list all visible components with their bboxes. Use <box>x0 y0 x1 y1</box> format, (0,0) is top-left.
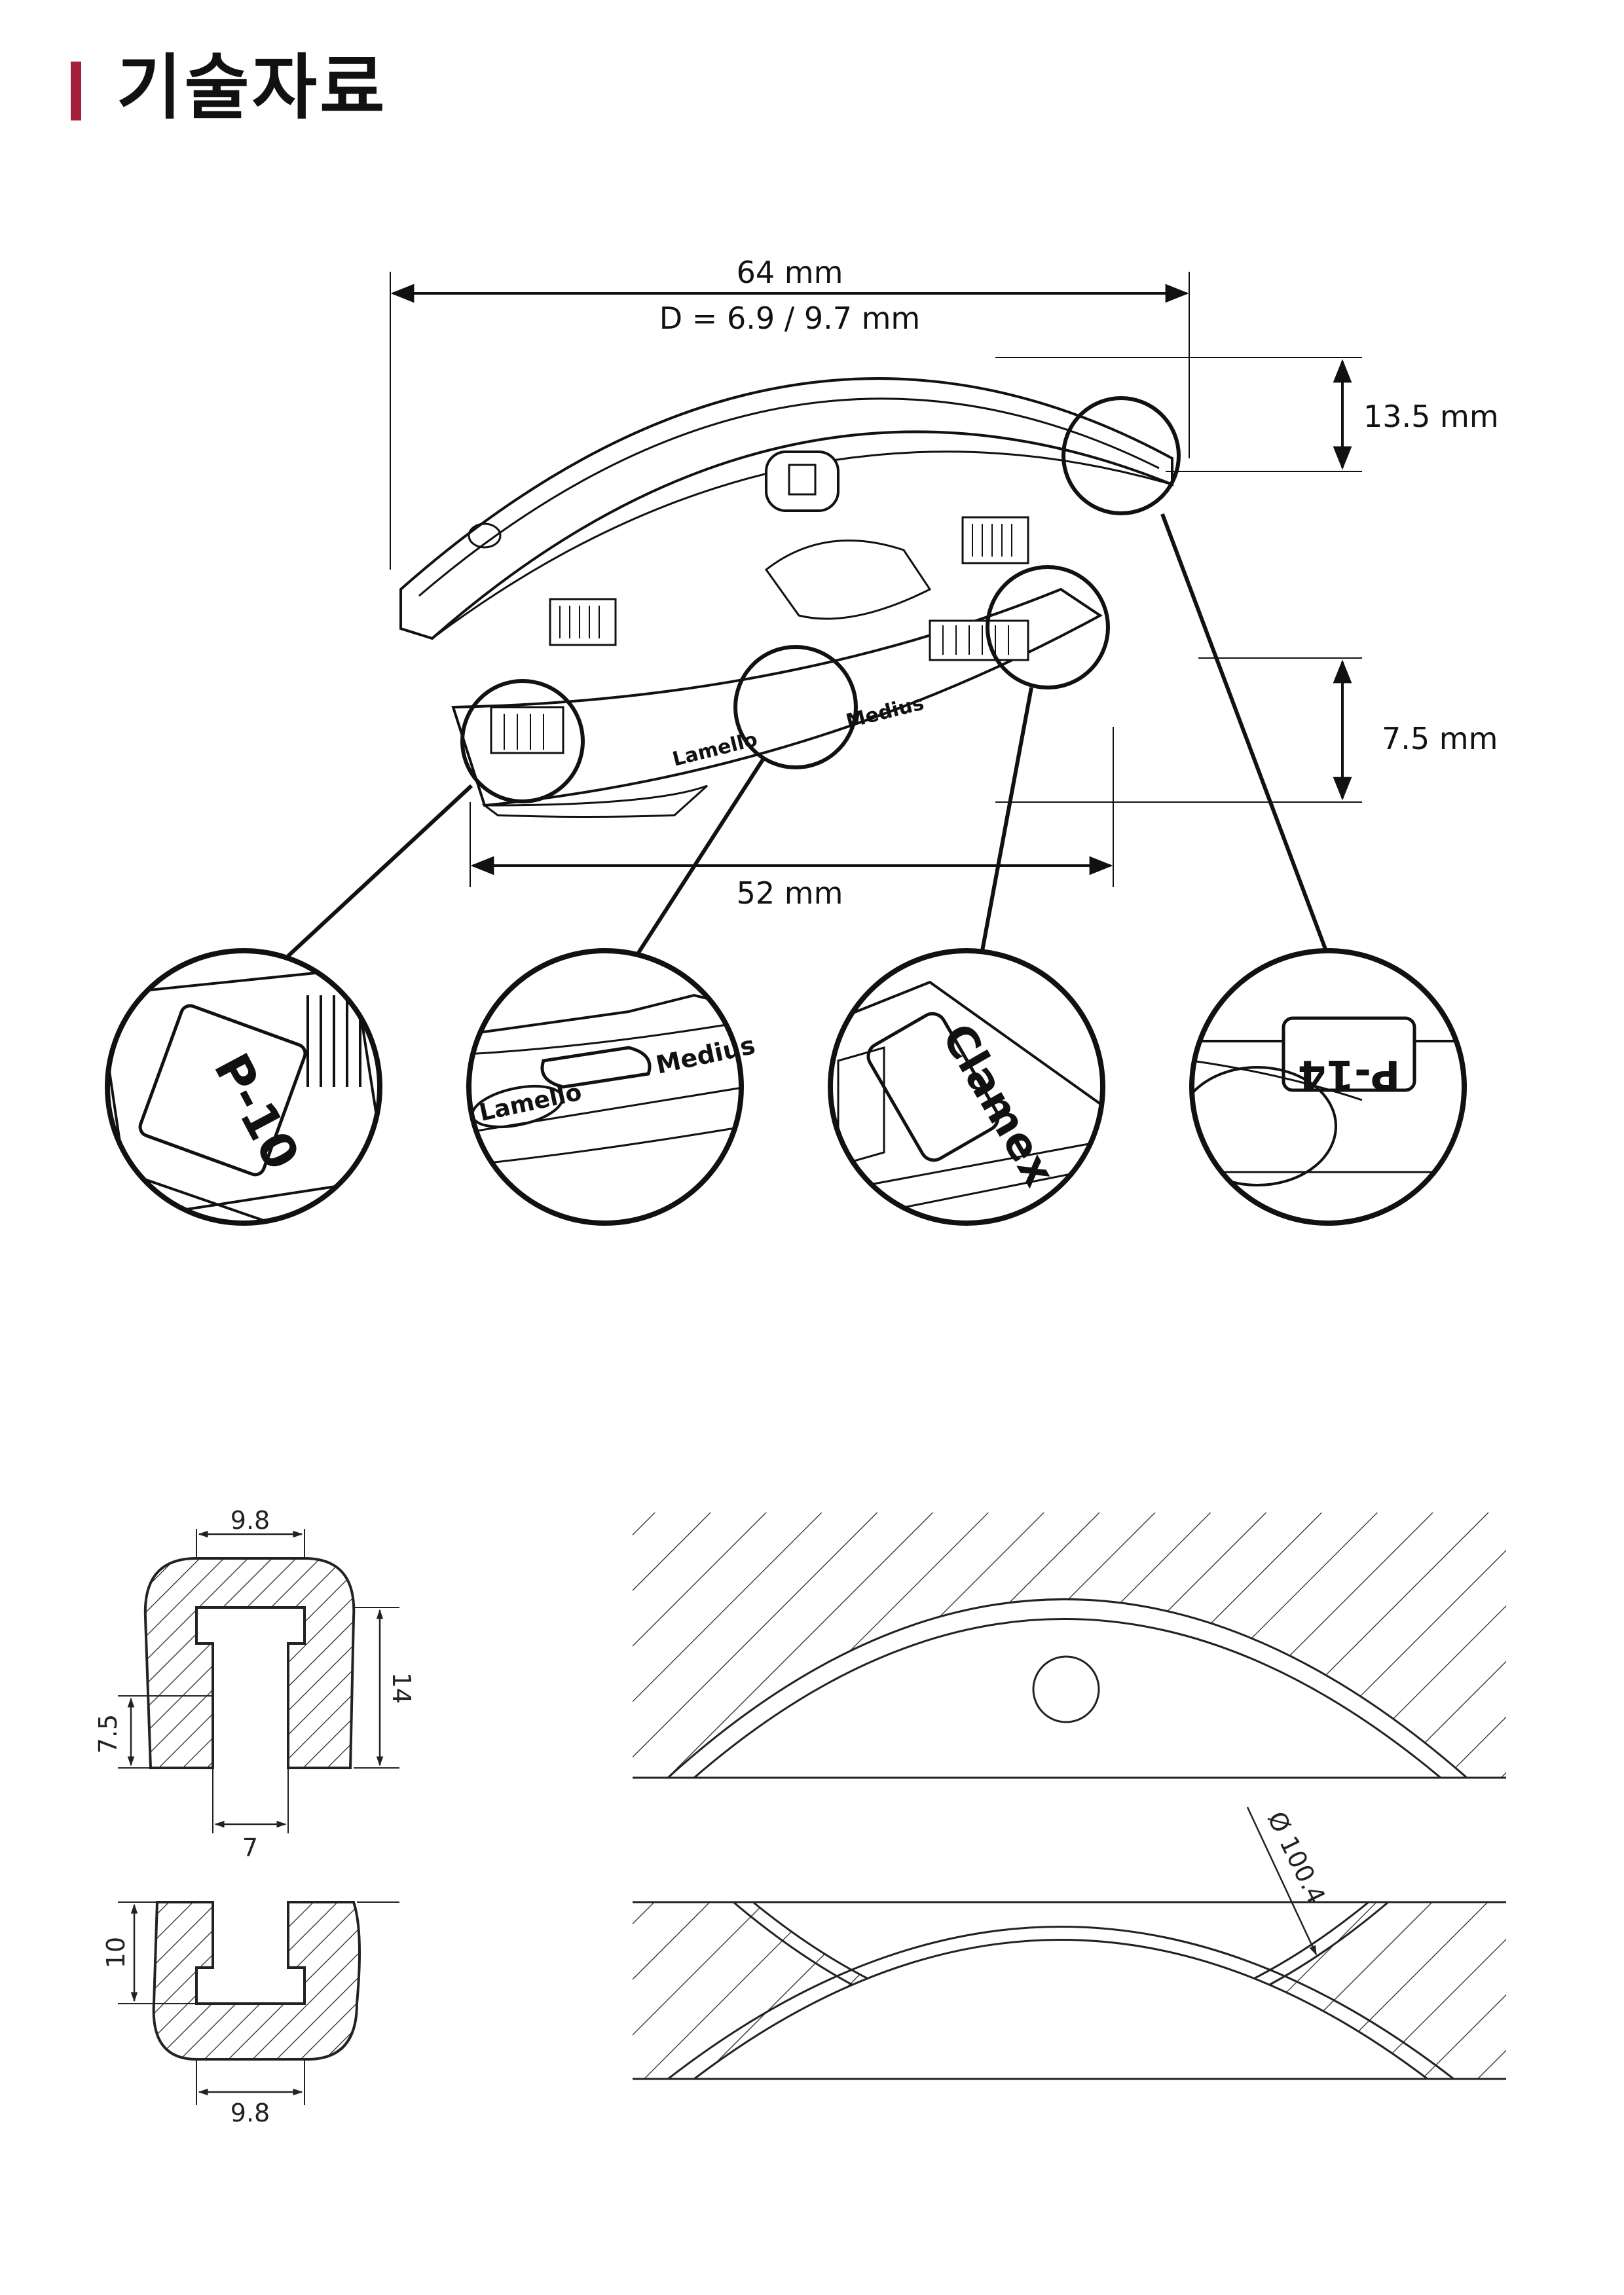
title-accent-bar <box>71 62 81 120</box>
profile-bottom-height-label: 10 <box>101 1937 130 1968</box>
profile-top-height-label: 14 <box>387 1672 416 1704</box>
profile-top-left-height-label: 7.5 <box>94 1714 122 1753</box>
detail-circle-brand: Lamello Medius <box>466 948 758 1226</box>
dim-upper-height-label: 13.5 mm <box>1363 399 1499 434</box>
profile-bottom-width-label: 9.8 <box>231 2099 270 2127</box>
profile-slot-width-label: 7 <box>242 1833 258 1862</box>
profile-upper <box>143 1557 356 1769</box>
profile-lower <box>152 1901 361 2061</box>
detail-circle-p10: P-10 <box>105 948 382 1226</box>
detail-circle-clamex: Clamex <box>828 948 1105 1226</box>
connector-exploded-view: Lamello Medius <box>286 272 1362 958</box>
dim-diameter-label: D = 6.9 / 9.7 mm <box>659 301 921 336</box>
profile-top-width-label: 9.8 <box>231 1506 270 1535</box>
installation-section <box>633 1513 1506 2080</box>
dim-lower-length-label: 52 mm <box>737 875 843 911</box>
dim-length-label: 64 mm <box>737 255 843 290</box>
center-hex-hole <box>765 450 840 512</box>
pin-hole <box>1032 1655 1100 1723</box>
svg-text:P-14: P-14 <box>1298 1051 1400 1099</box>
cross-section-profiles <box>118 1529 399 2105</box>
page-title: 기술자료 <box>117 47 388 129</box>
dim-lower-height-label: 7.5 mm <box>1382 721 1498 756</box>
detail-circle-p14: P-14 <box>1189 948 1467 1226</box>
arc-diameter-label: Ø 100.4 <box>1262 1807 1331 1909</box>
